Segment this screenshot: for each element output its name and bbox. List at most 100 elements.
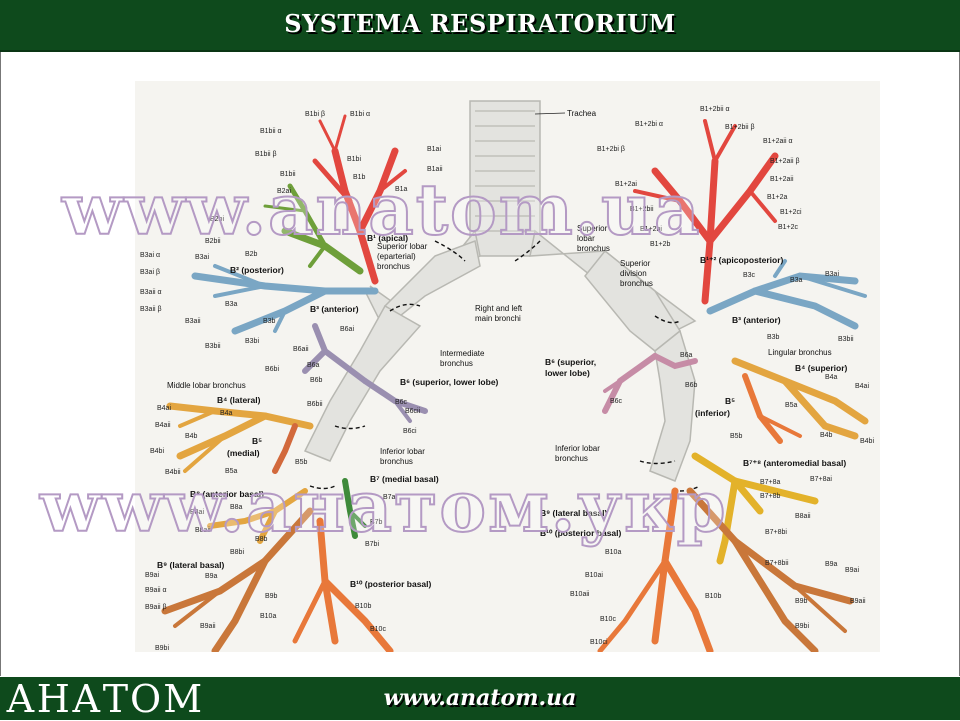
svg-text:B2bi: B2bi [210, 216, 224, 223]
label-inferior-lobar-l-2: bronchus [555, 454, 588, 463]
svg-text:B7+8bii: B7+8bii [765, 560, 789, 567]
label-b78-anteromedial: B⁷⁺⁸ (anteromedial basal) [743, 458, 846, 468]
svg-text:B7+8bi: B7+8bi [765, 529, 787, 536]
svg-text:B6a: B6a [680, 352, 693, 359]
svg-text:B9ai: B9ai [145, 572, 159, 579]
label-b10-posterior-basal-l: B¹⁰ (posterior basal) [540, 528, 622, 538]
svg-text:B4a: B4a [825, 374, 838, 381]
lateral-basal-left [686, 487, 854, 652]
title-bar: SYSTEMA RESPIRATORIUM [0, 0, 960, 52]
svg-text:B3ai α: B3ai α [140, 252, 160, 259]
svg-text:B1bi: B1bi [347, 156, 361, 163]
svg-text:B3ai: B3ai [195, 254, 209, 261]
svg-text:B7bi: B7bi [365, 541, 379, 548]
svg-text:B3a: B3a [790, 277, 803, 284]
svg-text:B4bii: B4bii [165, 469, 181, 476]
svg-text:B10c: B10c [600, 616, 616, 623]
svg-text:B3ai: B3ai [825, 271, 839, 278]
svg-text:B4ai: B4ai [855, 383, 869, 390]
svg-text:B4bi: B4bi [860, 438, 874, 445]
label-b12-apicoposterior: B¹⁺² (apicoposterior) [700, 255, 784, 265]
footer-bar: АНАТОМ www.anatom.ua [0, 677, 960, 720]
posterior-segment-right [263, 183, 364, 275]
label-sup-div-2: division [620, 269, 647, 278]
label-sup-div-3: bronchus [620, 279, 653, 288]
segment-labels: B¹ (apical) B² (posterior) B³ (anterior)… [157, 233, 848, 589]
label-inferior-lobar-r-2: bronchus [380, 457, 413, 466]
superior-segment-right-lower [302, 323, 428, 423]
label-b8-anterior-basal: B⁸ (anterior basal) [190, 489, 264, 499]
svg-text:B6b: B6b [310, 377, 323, 384]
label-trachea: Trachea [567, 109, 597, 118]
svg-text:B7b: B7b [370, 519, 383, 526]
svg-text:B1b: B1b [353, 174, 366, 181]
lingular-segments-left [731, 357, 869, 440]
footer-url[interactable]: www.anatom.ua [383, 685, 577, 711]
svg-text:B6c: B6c [610, 398, 623, 405]
svg-text:B9bi: B9bi [155, 645, 169, 652]
anterior-basal-right [207, 488, 308, 544]
label-sup-div-1: Superior [620, 259, 651, 268]
svg-text:B1+2c: B1+2c [778, 224, 799, 231]
label-intermediate-1: Intermediate [440, 349, 485, 358]
label-b6-l-2: lower lobe) [545, 368, 590, 378]
svg-text:B10c: B10c [370, 626, 386, 633]
apical-segment-right [312, 114, 407, 285]
svg-text:B9aii: B9aii [850, 598, 866, 605]
label-b9-lateral-basal-r: B⁹ (lateral basal) [157, 560, 225, 570]
svg-text:B6ai: B6ai [340, 326, 354, 333]
svg-text:B1+2bi β: B1+2bi β [597, 146, 625, 153]
main-bronchi [303, 229, 697, 482]
svg-text:B7+8b: B7+8b [760, 493, 781, 500]
svg-text:B6ci: B6ci [403, 428, 417, 435]
svg-text:B5b: B5b [730, 433, 743, 440]
svg-text:B9ai: B9ai [845, 567, 859, 574]
label-middle-lobar: Middle lobar bronchus [167, 381, 246, 390]
svg-text:B3bii: B3bii [838, 336, 854, 343]
label-main-bronchi-1: Right and left [475, 304, 523, 313]
svg-text:B1ai: B1ai [427, 146, 441, 153]
svg-text:B6b: B6b [685, 382, 698, 389]
svg-text:B4a: B4a [220, 410, 233, 417]
svg-text:B5a: B5a [225, 468, 238, 475]
label-b4-lateral: B⁴ (lateral) [217, 395, 261, 405]
label-b3-anterior-l: B³ (anterior) [732, 315, 781, 325]
label-b6-r: B⁶ (superior, lower lobe) [400, 377, 499, 387]
svg-text:B10b: B10b [705, 593, 721, 600]
svg-text:B1+2b: B1+2b [650, 241, 671, 248]
svg-text:B9b: B9b [795, 598, 808, 605]
svg-text:B1+2ci: B1+2ci [780, 209, 802, 216]
label-b9-lateral-basal-l: B⁹ (lateral basal) [540, 508, 608, 518]
svg-text:B10ci: B10ci [590, 639, 608, 646]
svg-text:B1+2aii: B1+2aii [770, 176, 794, 183]
label-b7-medial-basal: B⁷ (medial basal) [370, 474, 439, 484]
small-labels-left: B1+2bii αB1+2bi α B1+2bii βB1+2aii α B1+… [570, 106, 874, 646]
medial-basal-right [342, 478, 367, 539]
svg-text:B1+2aii α: B1+2aii α [763, 138, 793, 145]
anterior-segment-left [706, 259, 867, 330]
svg-text:B8aii: B8aii [795, 513, 811, 520]
svg-text:B3c: B3c [743, 272, 756, 279]
posterior-basal-right [292, 517, 394, 652]
apicoposterior-segment-left [633, 119, 779, 305]
svg-text:B1+2ai: B1+2ai [615, 181, 637, 188]
svg-text:B6bi: B6bi [265, 366, 279, 373]
label-b5-medial-2: (medial) [227, 448, 260, 458]
middle-lobe-right [166, 402, 314, 473]
svg-text:B3ai β: B3ai β [140, 269, 160, 276]
label-b6-l-1: B⁶ (superior, [545, 357, 596, 367]
svg-text:B1+2bi: B1+2bi [640, 226, 662, 233]
main-labels: Trachea Right and left main bronchi Inte… [167, 109, 832, 466]
label-lingular: Lingular bronchus [768, 348, 832, 357]
svg-text:B3bi: B3bi [245, 338, 259, 345]
svg-text:B1aii: B1aii [427, 166, 443, 173]
svg-text:B9a: B9a [825, 561, 838, 568]
label-b3-anterior-r: B³ (anterior) [310, 304, 359, 314]
label-sup-lobar-r-1: Superior lobar [377, 242, 428, 251]
svg-text:B3aii β: B3aii β [140, 306, 162, 313]
svg-text:B9b: B9b [265, 593, 278, 600]
superior-segment-left-lower [602, 353, 698, 414]
svg-text:B8b: B8b [255, 536, 268, 543]
anteromedial-basal-left [691, 452, 819, 565]
svg-text:B1bii: B1bii [280, 171, 296, 178]
